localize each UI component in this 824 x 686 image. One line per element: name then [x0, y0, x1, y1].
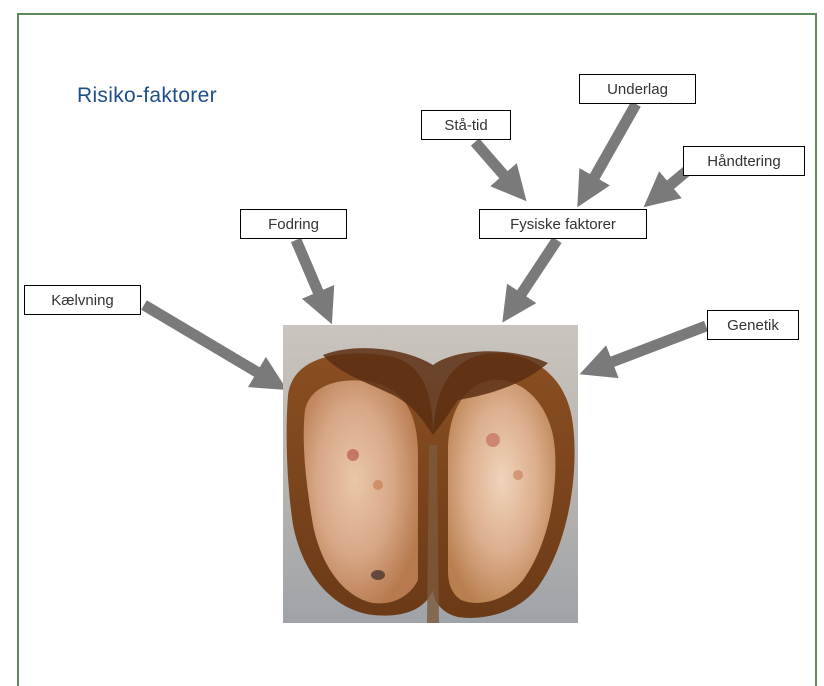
label-kaelvning: Kælvning — [24, 285, 141, 315]
label-fodring: Fodring — [240, 209, 347, 239]
label-staa-tid: Stå-tid — [421, 110, 511, 140]
claw-cross-section-image — [283, 325, 578, 623]
label-genetik: Genetik — [707, 310, 799, 340]
label-underlag: Underlag — [579, 74, 696, 104]
slide-title: Risiko-faktorer — [77, 84, 217, 108]
label-haandtering: Håndtering — [683, 146, 805, 176]
label-fysiske-faktorer: Fysiske faktorer — [479, 209, 647, 239]
